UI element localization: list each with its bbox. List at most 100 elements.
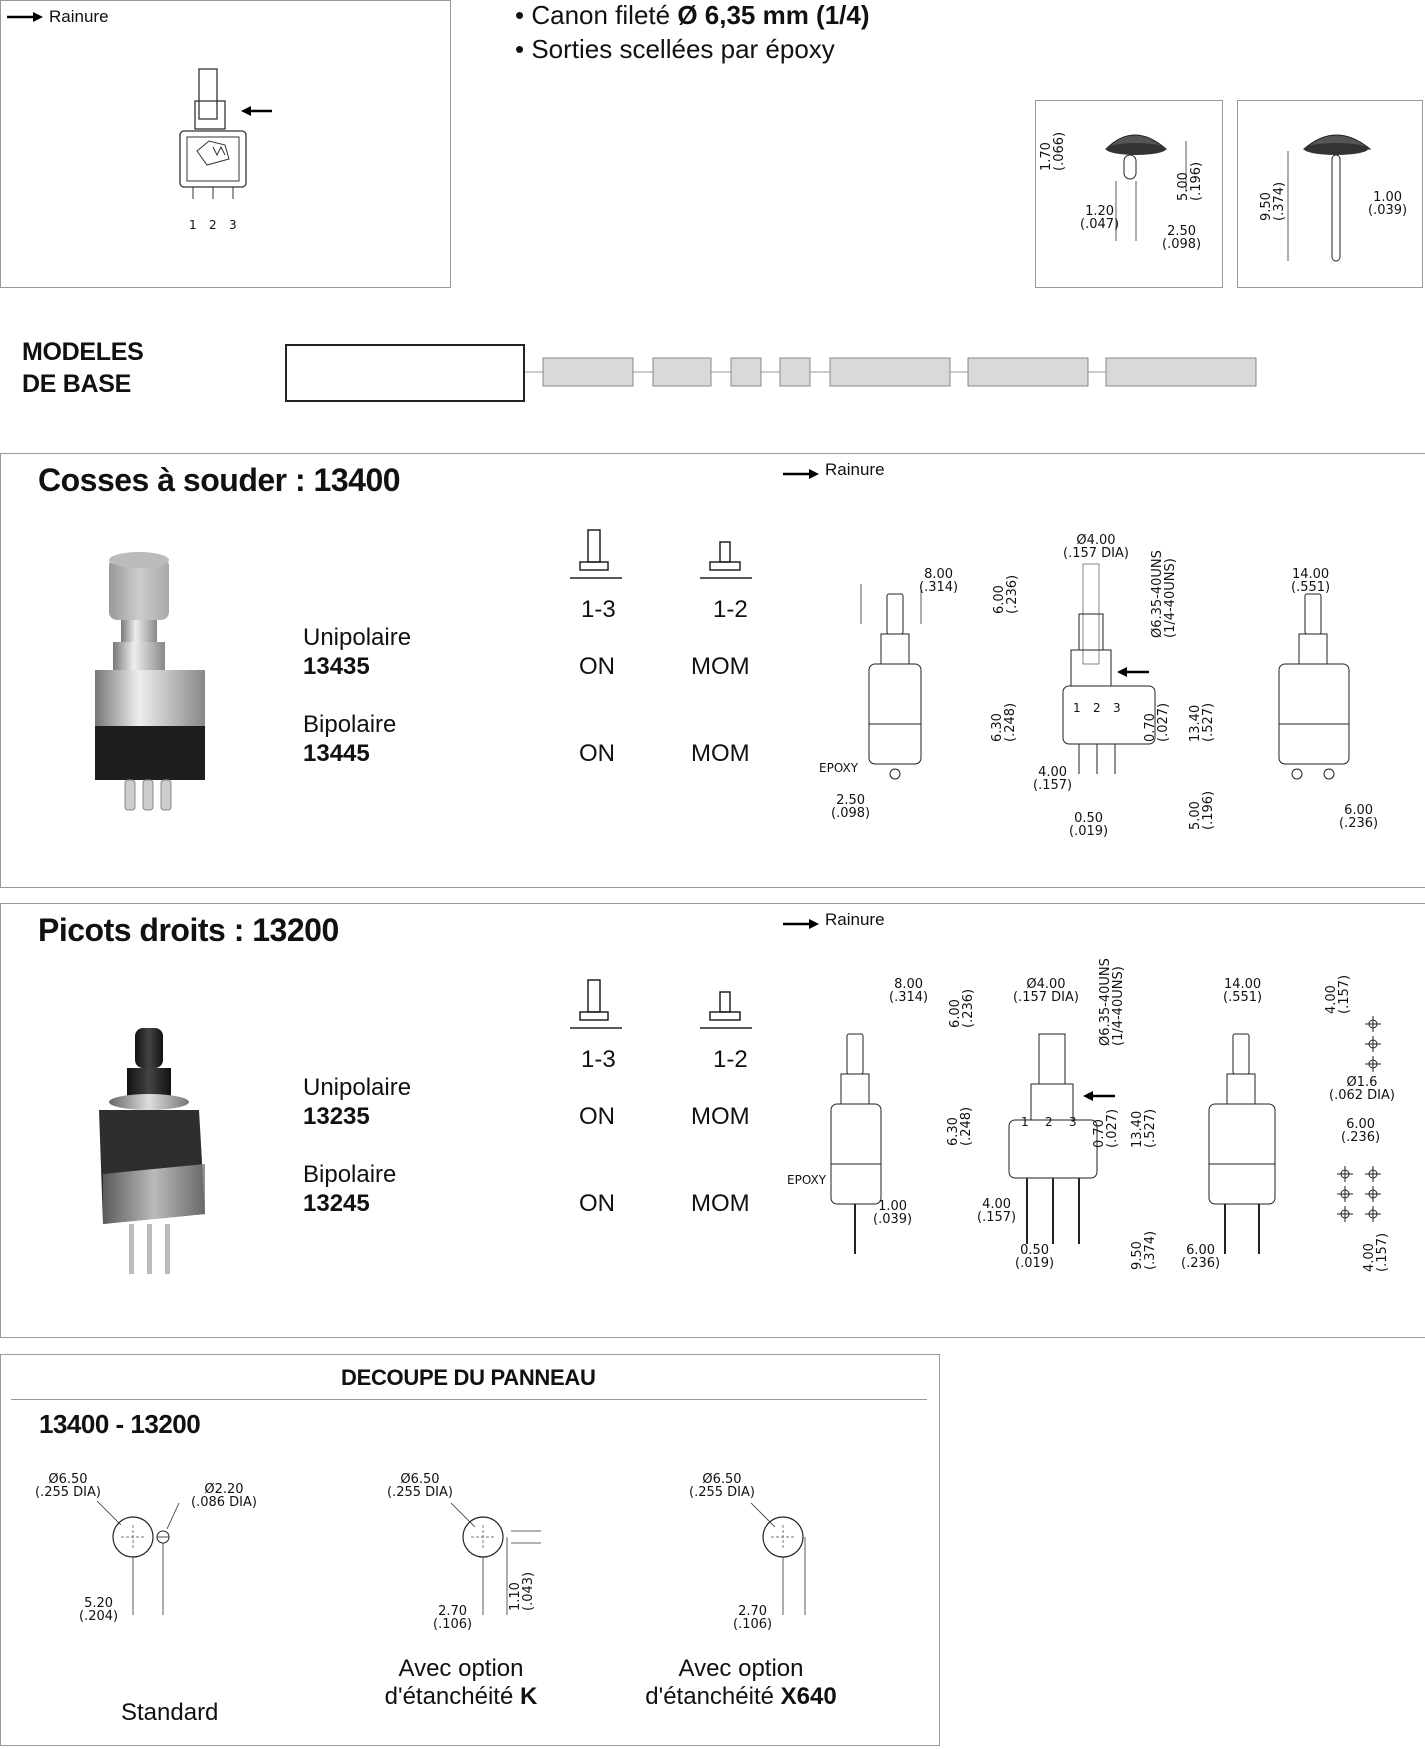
product-photo-13200	[99, 1028, 205, 1274]
dim-5-00: 5.00(.196)	[1176, 161, 1204, 201]
pin-1-label: 1	[1073, 701, 1081, 715]
pin-2-label: 2	[1093, 701, 1101, 715]
dim-2-70: 2.70(.106)	[433, 1604, 473, 1632]
pin-1-label: 1	[1021, 1115, 1029, 1129]
dim-5-20: 5.20(.204)	[79, 1596, 119, 1624]
top-left-schematic-box: Rainure 1 2 3	[0, 0, 451, 288]
drawing-13200-side	[830, 1033, 882, 1254]
dim-8-00: 8.00(.314)	[919, 567, 959, 595]
model-code-segments	[525, 357, 1257, 387]
row-type-bipolaire: Bipolaire	[303, 711, 397, 738]
dim-5-00: 5.00(.196)	[1188, 790, 1216, 830]
row-code-13235: 13235	[303, 1103, 370, 1130]
row-13445-c2: MOM	[691, 740, 750, 767]
contact-symbol-1-3	[570, 529, 622, 579]
dim-dia-4-00: Ø4.00(.157 DIA)	[1063, 533, 1129, 561]
feature-threaded-bushing: • Canon fileté Ø 6,35 mm (1/4)	[515, 0, 870, 30]
dim-1-10: 1.10(.043)	[508, 1571, 536, 1611]
dim-6-30: 6.30(.248)	[990, 702, 1018, 742]
cap-detail-drawing-1	[1104, 134, 1187, 241]
panel-title-rule	[11, 1399, 927, 1400]
rainure-label: Rainure	[49, 7, 109, 26]
rainure-label: Rainure	[825, 460, 885, 479]
contact-symbol-1-2	[700, 991, 752, 1029]
dim-thread: Ø6.35-40UNS(1/4-40UNS)	[1150, 550, 1178, 638]
row-13245-c2: MOM	[691, 1190, 750, 1217]
row-13435-c1: ON	[579, 653, 615, 680]
epoxy-label: EPOXY	[819, 761, 859, 775]
column-1-3: 1-3	[581, 596, 616, 623]
pcb-hole-pattern	[1337, 1016, 1381, 1222]
product-photo-13400	[95, 552, 205, 811]
dim-4-00: 4.00(.157)	[1033, 765, 1073, 793]
row-code-13435: 13435	[303, 653, 370, 680]
dim-0-50: 0.50(.019)	[1069, 811, 1109, 839]
section-cosses-a-souder: Cosses à souder : 13400 Rainure 1-3 1-2 …	[0, 453, 1425, 888]
row-type-unipolaire: Unipolaire	[303, 624, 412, 651]
pin-3-label: 3	[1113, 701, 1121, 715]
cutout-k-label: Avec option d'étanchéité K	[384, 1655, 538, 1710]
dim-2-50: 2.50(.098)	[1162, 224, 1202, 252]
contact-symbol-1-2	[700, 541, 752, 579]
dim-dia-6-50: Ø6.50(.255 DIA)	[387, 1472, 453, 1500]
pin-2-label: 2	[1045, 1115, 1053, 1129]
section-1-title: Cosses à souder : 13400	[38, 462, 401, 498]
column-1-2: 1-2	[713, 1046, 748, 1073]
row-code-13445: 13445	[303, 740, 370, 767]
column-1-2: 1-2	[713, 596, 748, 623]
modeles-de-base-heading: MODELES DE BASE	[22, 338, 144, 398]
pin-3-label: 3	[1069, 1115, 1077, 1129]
dim-6-00-b: 6.00(.236)	[1181, 1243, 1221, 1271]
dim-8-00: 8.00(.314)	[889, 977, 929, 1005]
dim-dia-2-20: Ø2.20(.086 DIA)	[191, 1482, 257, 1510]
dim-1-00: 1.00(.039)	[873, 1199, 913, 1227]
column-1-3: 1-3	[581, 1046, 616, 1073]
dim-thread: Ø6.35-40UNS(1/4-40UNS)	[1098, 958, 1126, 1046]
dim-14-00: 14.00(.551)	[1291, 567, 1331, 595]
dim-1-20: 1.20(.047)	[1080, 204, 1120, 232]
cutout-standard-label: Standard	[121, 1699, 219, 1726]
row-type-unipolaire: Unipolaire	[303, 1074, 412, 1101]
dim-2-50: 2.50(.098)	[831, 793, 871, 821]
drawing-13200-front	[1008, 1033, 1115, 1244]
dim-1-00: 1.00(.039)	[1368, 190, 1408, 218]
dim-6-00: 6.00(.236)	[948, 988, 976, 1028]
dim-0-70: 0.70(.027)	[1092, 1108, 1120, 1148]
row-13235-c2: MOM	[691, 1103, 750, 1130]
epoxy-label: EPOXY	[787, 1173, 827, 1187]
section-2-title: Picots droits : 13200	[38, 912, 339, 948]
rainure-label: Rainure	[825, 910, 885, 929]
dim-2-70: 2.70(.106)	[733, 1604, 773, 1632]
row-code-13245: 13245	[303, 1190, 370, 1217]
row-13445-c1: ON	[579, 740, 615, 767]
arrow-right-icon	[7, 12, 43, 22]
arrow-right-icon	[783, 919, 819, 929]
row-13235-c1: ON	[579, 1103, 615, 1130]
dim-4-00-pcb-bottom: 4.00(.157)	[1362, 1232, 1390, 1272]
dim-6-00: 6.00(.236)	[992, 574, 1020, 614]
model-code-box-main	[285, 344, 525, 402]
panel-cutout-title: DECOUPE DU PANNEAU	[341, 1365, 596, 1390]
cutout-standard-drawing	[96, 1500, 180, 1615]
dim-6-00-pcb: 6.00(.236)	[1341, 1117, 1381, 1145]
feature-epoxy-sealed: • Sorties scellées par époxy	[515, 34, 835, 64]
drawing-13200-bipolar	[1208, 1033, 1276, 1254]
row-type-bipolaire: Bipolaire	[303, 1161, 397, 1188]
cutout-x640-drawing	[750, 1502, 806, 1615]
pin-2-label: 2	[209, 218, 217, 232]
dim-13-40: 13.40(.527)	[1130, 1108, 1158, 1148]
dim-4-00: 4.00(.157)	[977, 1197, 1017, 1225]
drawing-13400-side	[860, 584, 922, 780]
dim-9-50: 9.50(.374)	[1130, 1230, 1158, 1270]
dim-9-50: 9.50(.374)	[1259, 181, 1287, 221]
section-picots-droits: Picots droits : 13200 Rainure 1-3 1-2 Un…	[0, 903, 1425, 1338]
cutout-k-drawing	[450, 1502, 541, 1615]
dim-6-00-b: 6.00(.236)	[1339, 803, 1379, 831]
dim-4-00-pcb-top: 4.00(.157)	[1324, 974, 1352, 1014]
switch-side-schematic	[179, 68, 272, 199]
dim-dia-1-6: Ø1.6(.062 DIA)	[1329, 1075, 1395, 1103]
row-13435-c2: MOM	[691, 653, 750, 680]
cap-detail-box-2: 9.50(.374) 1.00(.039)	[1237, 100, 1423, 288]
dim-dia-6-50: Ø6.50(.255 DIA)	[35, 1472, 101, 1500]
pin-1-label: 1	[189, 218, 197, 232]
